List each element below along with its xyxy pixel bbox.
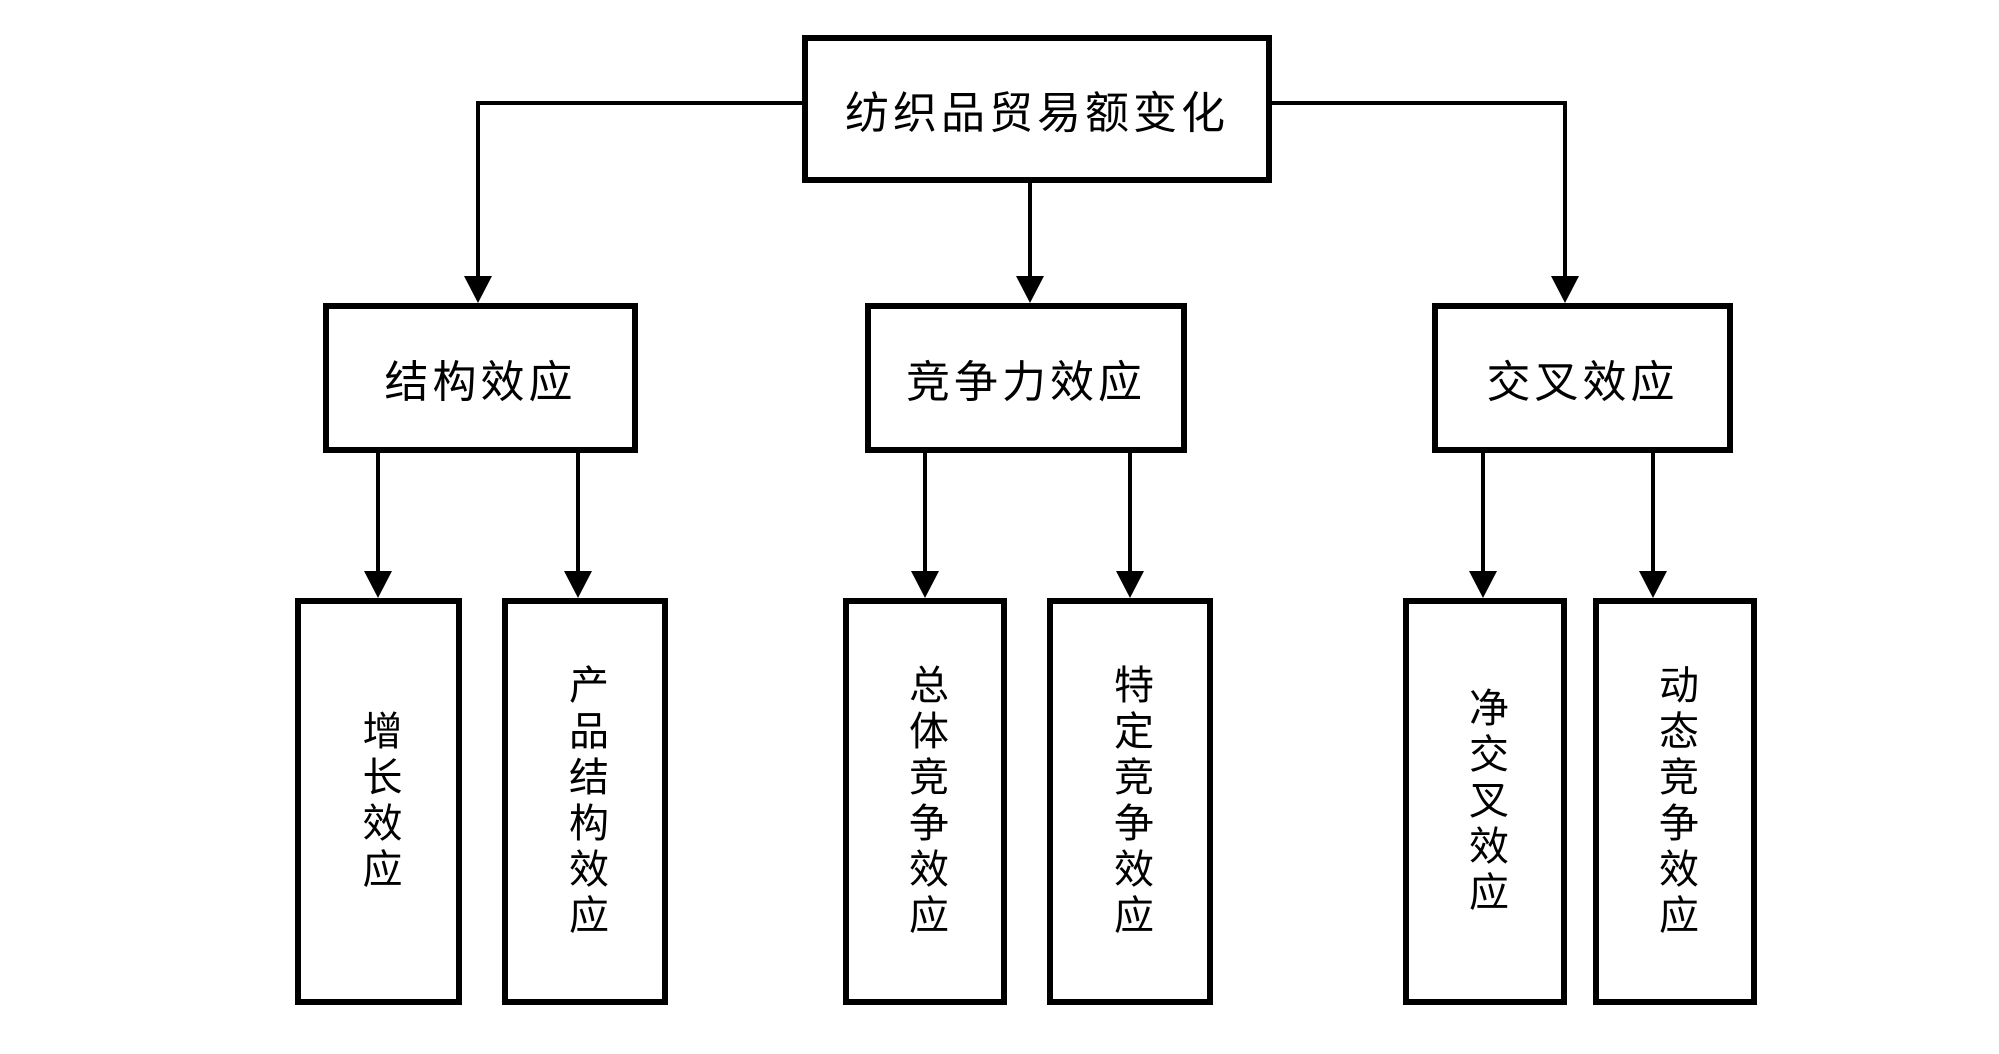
leaf-box-label: 增长效应	[356, 709, 402, 894]
connector-competitiveness-to-overall-vline	[923, 453, 927, 571]
connector-root-to-cross-hline	[1272, 101, 1565, 105]
branch-box-label: 交叉效应	[1486, 358, 1679, 407]
branch-box-cross-effect: 交叉效应	[1432, 303, 1733, 453]
connector-cross-to-dynamic-vline	[1651, 453, 1655, 571]
connector-root-to-competitiveness-vline	[1028, 183, 1032, 280]
branch-box-competitiveness-effect: 竞争力效应	[865, 303, 1187, 453]
leaf-box-product-structure-effect: 产品结构效应	[502, 598, 668, 1005]
leaf-box-label: 产品结构效应	[563, 663, 608, 940]
leaf-box-overall-competition-effect: 总体竞争效应	[843, 598, 1007, 1005]
leaf-box-growth-effect: 增长效应	[295, 598, 462, 1005]
root-box-label: 纺织品贸易额变化	[845, 89, 1229, 138]
leaf-box-net-cross-effect: 净交叉效应	[1403, 598, 1567, 1005]
connector-root-to-structure-vline	[476, 101, 480, 280]
leaf-box-label: 特定竞争效应	[1108, 663, 1153, 940]
down-arrowhead-icon	[564, 571, 592, 598]
down-arrowhead-icon	[1116, 571, 1144, 598]
connector-structure-to-growth-vline	[376, 453, 380, 571]
connector-competitiveness-to-specific-vline	[1128, 453, 1132, 571]
down-arrowhead-icon	[1551, 276, 1579, 303]
leaf-box-dynamic-competition-effect: 动态竞争效应	[1593, 598, 1757, 1005]
down-arrowhead-icon	[1469, 571, 1497, 598]
leaf-box-label: 净交叉效应	[1463, 686, 1508, 917]
branch-box-label: 结构效应	[384, 358, 577, 407]
down-arrowhead-icon	[464, 276, 492, 303]
down-arrowhead-icon	[364, 571, 392, 598]
leaf-box-label: 总体竞争效应	[903, 663, 948, 940]
down-arrowhead-icon	[1016, 276, 1044, 303]
connector-cross-to-net-cross-vline	[1481, 453, 1485, 571]
down-arrowhead-icon	[911, 571, 939, 598]
root-box-textile-trade-change: 纺织品贸易额变化	[802, 35, 1272, 183]
connector-root-to-structure-hline	[478, 101, 802, 105]
leaf-box-specific-competition-effect: 特定竞争效应	[1047, 598, 1213, 1005]
connector-root-to-cross-vline	[1563, 101, 1567, 280]
branch-box-structure-effect: 结构效应	[323, 303, 638, 453]
branch-box-label: 竞争力效应	[906, 358, 1146, 407]
down-arrowhead-icon	[1639, 571, 1667, 598]
connector-structure-to-product-structure-vline	[576, 453, 580, 571]
leaf-box-label: 动态竞争效应	[1653, 663, 1698, 940]
